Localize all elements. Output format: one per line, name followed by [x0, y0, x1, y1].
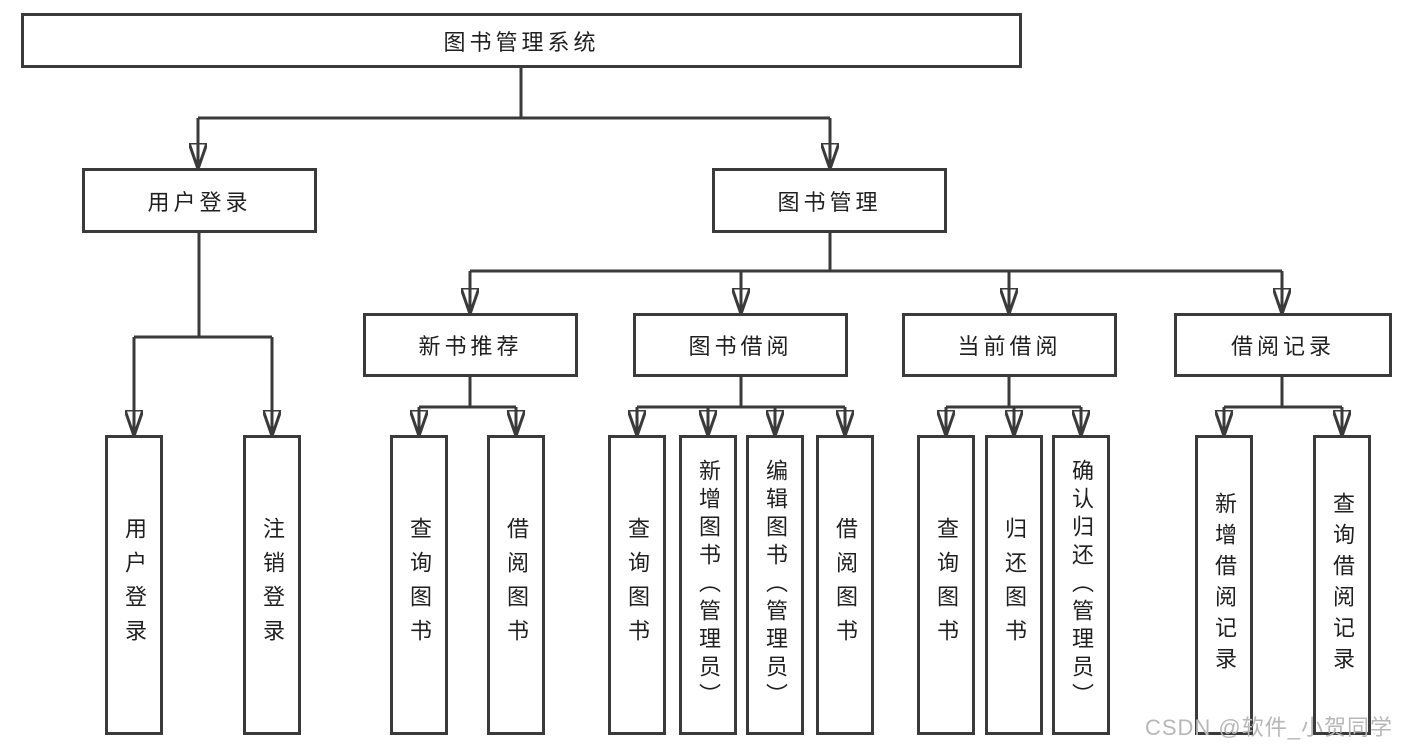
leaf-recommend-borrow-book-label: 借阅图书	[504, 517, 529, 653]
leaf-records-query-record-label: 查询借阅记录	[1330, 492, 1355, 678]
leaf-borrow-borrow-book: 借阅图书	[816, 435, 874, 735]
node-book-borrow: 图书借阅	[633, 313, 848, 377]
leaf-borrow-edit-book-admin: 编辑图书（管理员）	[746, 435, 804, 735]
leaf-records-add-record: 新增借阅记录	[1195, 435, 1253, 735]
leaf-current-query-book-label: 查询图书	[934, 517, 959, 653]
leaf-current-return-book-label: 归还图书	[1002, 517, 1027, 653]
connector-book-management-children	[470, 233, 1282, 314]
leaf-current-confirm-return-admin: 确认归还（管理员）	[1052, 435, 1110, 735]
node-root: 图书管理系统	[21, 13, 1022, 68]
node-new-book-recommend: 新书推荐	[363, 313, 578, 377]
leaf-records-add-record-label: 新增借阅记录	[1212, 492, 1237, 678]
node-borrow-records-label: 借阅记录	[1230, 334, 1335, 359]
leaf-records-query-record: 查询借阅记录	[1313, 435, 1371, 735]
leaf-borrow-query-book-label: 查询图书	[625, 517, 650, 653]
leaf-logout-label: 注销登录	[260, 517, 285, 653]
node-book-borrow-label: 图书借阅	[688, 334, 793, 359]
connector-new-book-recommend-children	[419, 377, 516, 436]
leaf-user-login: 用户登录	[105, 435, 163, 735]
node-book-management: 图书管理	[712, 168, 947, 233]
leaf-current-confirm-return-admin-label: 确认归还（管理员）	[1069, 459, 1094, 711]
node-book-management-label: 图书管理	[777, 189, 882, 215]
connector-user-login-children	[134, 233, 272, 436]
leaf-user-login-label: 用户登录	[122, 517, 147, 653]
leaf-recommend-query-book-label: 查询图书	[407, 517, 432, 653]
leaf-borrow-add-book-admin: 新增图书（管理员）	[679, 435, 737, 735]
watermark: CSDN @软件_小贺同学	[1144, 715, 1393, 740]
leaf-current-query-book: 查询图书	[917, 435, 975, 735]
connector-root-to-level1	[198, 68, 830, 169]
connector-borrow-records-children	[1224, 377, 1342, 436]
leaf-borrow-add-book-admin-label: 新增图书（管理员）	[696, 459, 721, 711]
leaf-current-return-book: 归还图书	[985, 435, 1043, 735]
leaf-borrow-edit-book-admin-label: 编辑图书（管理员）	[763, 459, 788, 711]
node-new-book-recommend-label: 新书推荐	[418, 334, 523, 359]
node-current-borrow: 当前借阅	[902, 313, 1117, 377]
node-current-borrow-label: 当前借阅	[957, 334, 1062, 359]
node-root-label: 图书管理系统	[443, 29, 600, 55]
connector-current-borrow-children	[946, 377, 1081, 436]
leaf-logout: 注销登录	[243, 435, 301, 735]
leaf-borrow-query-book: 查询图书	[608, 435, 666, 735]
leaf-recommend-query-book: 查询图书	[390, 435, 448, 735]
node-user-login: 用户登录	[82, 168, 317, 233]
node-borrow-records: 借阅记录	[1174, 313, 1392, 377]
leaf-borrow-borrow-book-label: 借阅图书	[833, 517, 858, 653]
leaf-recommend-borrow-book: 借阅图书	[487, 435, 545, 735]
node-user-login-label: 用户登录	[147, 189, 252, 215]
connector-book-borrow-children	[637, 377, 845, 436]
